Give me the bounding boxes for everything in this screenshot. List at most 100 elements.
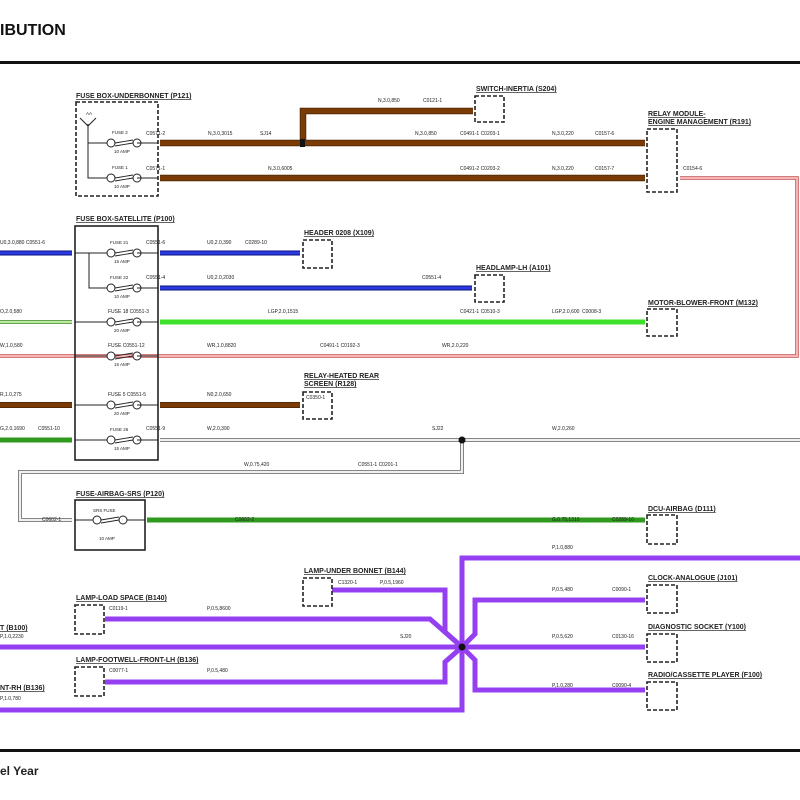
bottom-border [0, 749, 800, 752]
fuse-box-satellite[interactable] [74, 225, 159, 461]
wire-label: P,1.0,780 [0, 696, 21, 702]
wire-white [18, 438, 800, 522]
wire-label: P,0.5,480 [207, 668, 228, 674]
wire-label: FUSE C0551-12 [108, 343, 145, 349]
wire-label: FUSE 18 C0551-3 [108, 309, 149, 315]
wire-label: C0421-1 C0510-3 [460, 309, 500, 315]
label-dcu-airbag: DCU-AIRBAG (D111) [648, 506, 716, 513]
motor-blower-box[interactable] [646, 308, 678, 337]
wire-label: C0602-1 [42, 517, 61, 523]
diagnostic-socket-box[interactable] [646, 633, 678, 663]
fuse-airbag-srs[interactable] [74, 499, 146, 551]
wire-label: C0157-6 [595, 131, 614, 137]
wire-label: W,0.75,420 [244, 462, 270, 468]
wire-label: C0119-1 [109, 606, 128, 612]
label-relay-heated-2: SCREEN (R128) [304, 381, 357, 388]
label-switch-inertia: SWITCH-INERTIA (S204) [476, 86, 557, 93]
label-ub-fuse2: FUSE 2 [112, 130, 128, 135]
label-lamp-load-space: LAMP-LOAD SPACE (B140) [76, 595, 167, 602]
label-motor-blower: MOTOR-BLOWER-FRONT (M132) [648, 300, 758, 307]
wire-label: SJ20 [400, 634, 412, 640]
label-lamp-under-bonnet: LAMP-UNDER BONNET (B144) [304, 568, 406, 575]
radio-box[interactable] [646, 681, 678, 711]
wire-label: C0121-1 [423, 98, 442, 104]
page-title: IBUTION [0, 22, 66, 39]
wire-label: U0,2.0,390 [207, 240, 232, 246]
label-header: HEADER 0208 (X109) [304, 230, 374, 237]
wire-label: C0571-2 [146, 131, 165, 137]
wire-label: P,1.0,2230 [0, 634, 24, 640]
wire-label: C0551-4 [146, 275, 165, 281]
wire-label: C0008-3 [582, 309, 601, 315]
wire-label: P,0.5,620 [552, 634, 573, 640]
wire-blue [0, 250, 472, 291]
label-srs-fuse-rating: 10 AMP [99, 536, 115, 541]
label-fuse22: FUSE 22 [110, 275, 129, 280]
splice-sj14 [300, 139, 305, 147]
label-left-partial-2: NT-RH (B136) [0, 685, 45, 692]
dcu-airbag-box[interactable] [646, 514, 678, 545]
wire-label: C0491-1 C0203-1 [460, 131, 500, 137]
wire-label: P,1.0,880 [552, 545, 573, 551]
label-clock: CLOCK-ANALOGUE (J101) [648, 575, 737, 582]
wire-label: N0,2.0,650 [207, 392, 232, 398]
wire-label: C0571-1 [146, 166, 165, 172]
label-relay-heated-1: RELAY-HEATED REAR [304, 373, 379, 380]
label-srs-fuse: SRS FUSE [93, 508, 116, 513]
wire-label: N,3.0,3015 [208, 131, 233, 137]
label-fuse21-rating: 15 AMP [114, 259, 130, 264]
switch-inertia-box[interactable] [474, 95, 505, 123]
relay-module-box[interactable] [646, 128, 678, 193]
wire-label: SJ14 [260, 131, 272, 137]
label-left-partial-1: T (B100) [0, 625, 28, 632]
wire-label: P,0.5,480 [552, 587, 573, 593]
wire-label: N,3.0,6005 [268, 166, 293, 172]
wire-label: C0551-6 [146, 240, 165, 246]
wire-label: SJ22 [432, 426, 444, 432]
wire-label: N,3.0,850 [415, 131, 437, 137]
wire-label: LGP,2.0,600 [552, 309, 580, 315]
wire-label: C0551-1 C0201-1 [358, 462, 398, 468]
wire-label: C0491-2 C0203-2 [460, 166, 500, 172]
wire-label: N,3.0,850 [378, 98, 400, 104]
top-border [0, 61, 800, 64]
wire-label: U0,3.0,880 C0551-6 [0, 240, 45, 246]
wire-label: C0130-16 [612, 634, 634, 640]
wire-label: R,1.0,275 [0, 392, 22, 398]
lamp-under-bonnet-box[interactable] [302, 577, 333, 607]
label-fuse-airbag: FUSE-AIRBAG-SRS (P120) [76, 491, 164, 498]
label-fuse-box-underbonnet: FUSE BOX-UNDERBONNET (P121) [76, 93, 192, 100]
wire-label: P,1.0,280 [552, 683, 573, 689]
label-ub-fuse1-rating: 10 AMP [114, 184, 130, 189]
wire-label: C0551-9 [146, 426, 165, 432]
wire-label: U0,2.0,2030 [207, 275, 234, 281]
wire-label: C1320-1 [338, 580, 357, 586]
clock-box[interactable] [646, 584, 678, 614]
footer-text: el Year [0, 764, 39, 778]
label-relay-module-1: RELAY MODULE- [648, 111, 706, 118]
label-fuse21: FUSE 21 [110, 240, 129, 245]
wire-label: C0289-10 [612, 517, 634, 523]
wire-label: G,0.75,1310 [552, 517, 580, 523]
relay-heated-screen-box[interactable] [302, 391, 333, 420]
label-radio: RADIO/CASSETTE PLAYER (F100) [648, 672, 762, 679]
fuse-box-underbonnet[interactable] [75, 101, 159, 197]
headlamp-box[interactable] [474, 274, 505, 303]
wire-label: P,0.5,1960 [380, 580, 404, 586]
wire-label: C0491-1 C0192-3 [320, 343, 360, 349]
wire-label: C0551-4 [422, 275, 441, 281]
wire-label: C0350-1 [306, 395, 325, 401]
wire-label: C0154-6 [683, 166, 702, 172]
wire-label: N,3.0,220 [552, 166, 574, 172]
lamp-footwell-box[interactable] [74, 666, 105, 697]
label-ub-fuse2-rating: 10 AMP [114, 149, 130, 154]
header-box[interactable] [302, 239, 333, 269]
wire-label: O,2.0,580 [0, 309, 22, 315]
label-fuse-box-satellite: FUSE BOX-SATELLITE (P100) [76, 216, 175, 223]
label-ub-fuse1: FUSE 1 [112, 165, 128, 170]
wire-label: WR,2.0,220 [442, 343, 469, 349]
label-relay-module-2: ENGINE MANAGEMENT (R191) [648, 119, 751, 126]
lamp-load-space-box[interactable] [74, 604, 105, 635]
